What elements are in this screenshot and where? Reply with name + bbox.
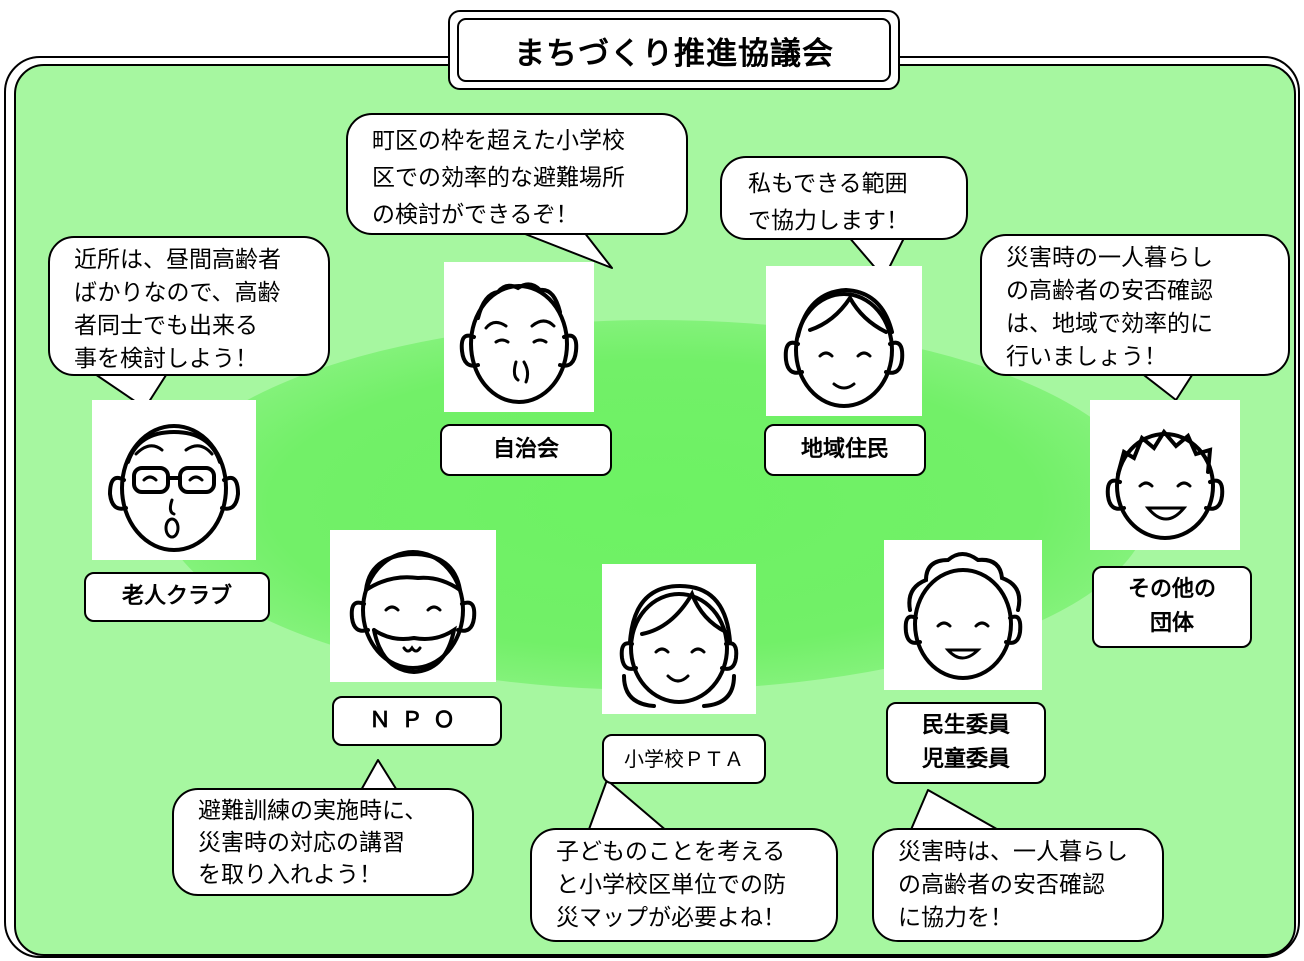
elderly-man-face-icon xyxy=(459,282,579,404)
speech-bubble-rojin: 近所は、昼間高齢者 ばかりなので、高齢 者同士でも出来る 事を検討しよう！ xyxy=(48,236,330,376)
woman-face-icon xyxy=(783,287,905,408)
label-minsei: 民生委員 児童委員 xyxy=(886,702,1046,784)
label-chiiki: 地域住民 xyxy=(764,424,926,476)
speech-bubble-jichikai: 町区の枠を超えた小学校 区での効率的な避難場所 の検討ができるぞ！ xyxy=(346,113,688,235)
face-chiiki xyxy=(766,266,922,416)
elderly-woman-face-icon xyxy=(903,552,1023,680)
speech-bubble-minsei: 災害時は、一人暮らし の高齢者の安否確認 に協力を！ xyxy=(872,828,1164,942)
label-rojin: 老人クラブ xyxy=(84,572,270,622)
girl-face-icon xyxy=(619,583,739,708)
label-jichikai: 自治会 xyxy=(440,424,612,476)
face-rojin xyxy=(92,400,256,560)
speech-bubble-pta: 子どものことを考える と小学校区単位での防 災マップが必要よね！ xyxy=(530,828,838,942)
label-npo: ＮＰＯ xyxy=(332,696,502,746)
elderly-glasses-man-face-icon xyxy=(107,424,241,552)
speech-bubble-sonota: 災害時の一人暮らし の高齢者の安否確認 は、地域で効率的に 行いましょう！ xyxy=(980,234,1290,376)
speech-bubble-chiiki: 私もできる範囲 で協力します！ xyxy=(720,156,968,240)
label-sonota: その他の 団体 xyxy=(1092,566,1252,648)
face-sonota xyxy=(1090,400,1240,550)
face-minsei xyxy=(884,540,1042,690)
label-pta: 小学校ＰＴＡ xyxy=(602,734,766,784)
face-jichikai xyxy=(444,262,594,412)
page-title: まちづくり推進協議会 xyxy=(457,18,891,82)
face-pta xyxy=(602,564,756,714)
speech-bubble-npo: 避難訓練の実施時に、 災害時の対応の講習 を取り入れよう！ xyxy=(172,788,474,896)
face-npo xyxy=(330,530,496,682)
bearded-man-face-icon xyxy=(349,550,477,675)
child-face-icon xyxy=(1105,428,1225,540)
